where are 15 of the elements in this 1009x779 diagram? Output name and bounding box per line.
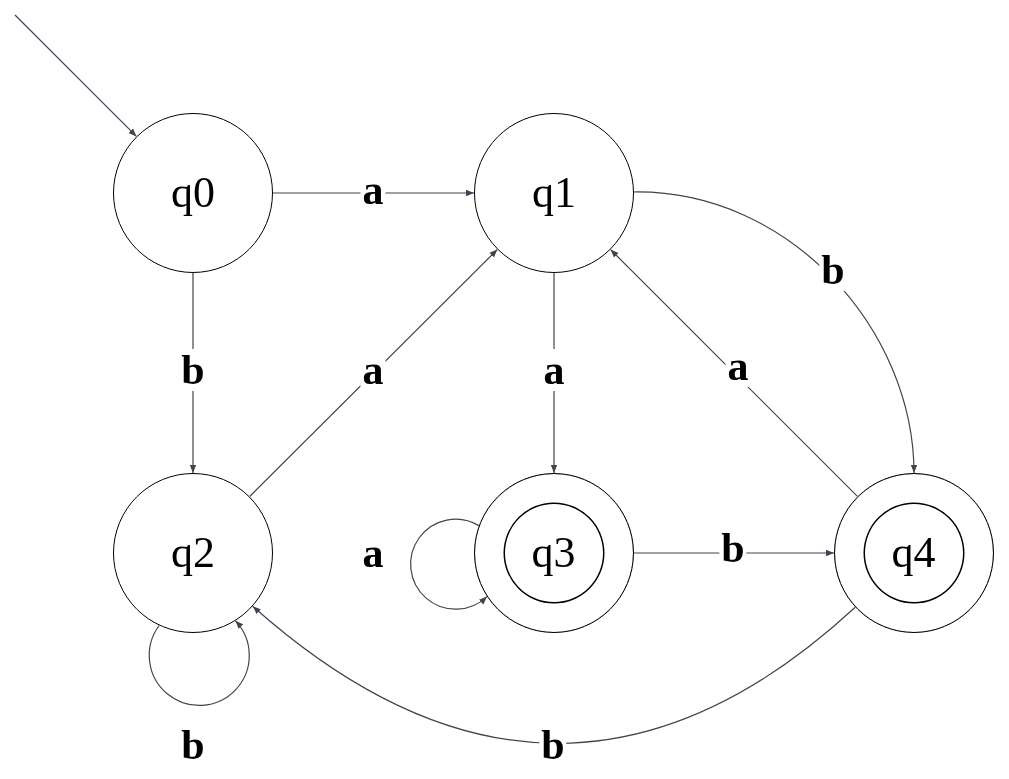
transition-arrow — [249, 248, 498, 498]
transition-arrow — [633, 549, 835, 557]
state-name: q2 — [171, 531, 215, 575]
transition-arrow — [252, 605, 856, 744]
transition-arrow — [272, 189, 475, 197]
state-name: q3 — [531, 530, 576, 575]
transition-arrow — [609, 248, 859, 498]
state-name: q0 — [171, 171, 215, 215]
transition-arrow — [148, 620, 250, 706]
transition-arrow — [410, 518, 488, 610]
transition-arrow — [633, 191, 917, 474]
state-name: q1 — [532, 171, 576, 215]
transition-arrow — [14, 14, 138, 138]
edge-label: a — [541, 349, 567, 391]
state-name: q4 — [891, 530, 936, 575]
